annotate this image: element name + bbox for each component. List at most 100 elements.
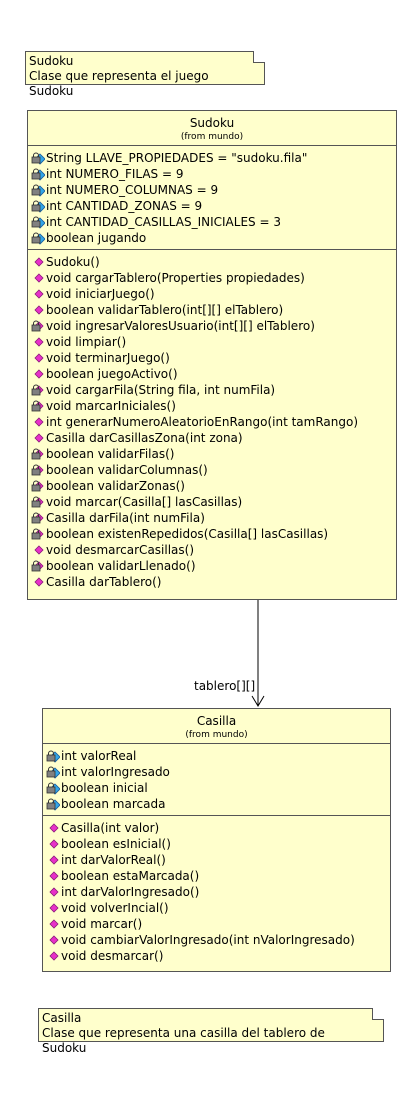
operation-text: void desmarcarCasillas() (46, 543, 195, 557)
operations-compartment: Casilla(int valor)boolean esInicial()int… (43, 815, 390, 967)
private-attribute-icon (31, 231, 45, 245)
operation-row[interactable]: void cargarFila(String fila, int numFila… (31, 382, 396, 398)
operation-text: void cargarFila(String fila, int numFila… (46, 383, 276, 397)
private-attribute-icon (46, 797, 60, 811)
operation-row[interactable]: boolean esInicial() (46, 836, 390, 852)
attribute-row[interactable]: String LLAVE_PROPIEDADES = "sudoku.fila" (31, 150, 396, 166)
operation-row[interactable]: void limpiar() (31, 334, 396, 350)
operation-row[interactable]: boolean estaMarcada() (46, 868, 390, 884)
operation-row[interactable]: void cambiarValorIngresado(int nValorIng… (46, 932, 390, 948)
attribute-text: boolean jugando (46, 231, 147, 245)
sudoku-note: Sudoku Clase que representa el juego Sud… (25, 51, 265, 98)
attribute-text: boolean marcada (61, 797, 166, 811)
public-operation-icon (31, 575, 45, 589)
operation-text: void cargarTablero(Properties propiedade… (46, 271, 305, 285)
operation-text: void ingresarValoresUsuario(int[][] elTa… (46, 319, 315, 333)
attribute-row[interactable]: int CANTIDAD_ZONAS = 9 (31, 198, 396, 214)
attribute-text: int CANTIDAD_ZONAS = 9 (46, 199, 203, 213)
class-header: Sudoku (from mundo) (28, 111, 396, 145)
operations-compartment: Sudoku() void cargarTablero(Properties pr… (28, 249, 396, 593)
operation-text: boolean validarTablero(int[][] elTablero… (46, 303, 284, 317)
attribute-row[interactable]: int valorReal (46, 748, 390, 764)
private-attribute-icon (31, 151, 45, 165)
attribute-text: int NUMERO_FILAS = 9 (46, 167, 184, 181)
public-operation-icon (46, 821, 60, 835)
operation-text: boolean validarZonas() (46, 479, 185, 493)
operation-row[interactable]: void marcar(Casilla[] lasCasillas) (31, 494, 396, 510)
attribute-row[interactable]: boolean jugando (31, 230, 396, 246)
operation-text: void desmarcar() (61, 949, 164, 963)
operation-text: int darValorIngresado() (61, 885, 200, 899)
attribute-text: boolean inicial (61, 781, 148, 795)
operation-row[interactable]: int darValorIngresado() (46, 884, 390, 900)
operation-row[interactable]: void ingresarValoresUsuario(int[][] elTa… (31, 318, 396, 334)
operation-row[interactable]: void desmarcarCasillas() (31, 542, 396, 558)
operation-row[interactable]: int generarNumeroAleatorioEnRango(int ta… (31, 414, 396, 430)
operation-text: void volverIncial() (61, 901, 169, 915)
operation-text: void marcar() (61, 917, 143, 931)
attribute-row[interactable]: int CANTIDAD_CASILLAS_INICIALES = 3 (31, 214, 396, 230)
public-operation-icon (31, 543, 45, 557)
operation-row[interactable]: boolean validarTablero(int[][] elTablero… (31, 302, 396, 318)
operation-row[interactable]: boolean validarColumnas() (31, 462, 396, 478)
public-operation-icon (46, 885, 60, 899)
attribute-row[interactable]: boolean marcada (46, 796, 390, 812)
association-role-label: tablero[][] (194, 679, 256, 693)
public-operation-icon (46, 949, 60, 963)
operation-row[interactable]: void marcar() (46, 916, 390, 932)
private-operation-icon (31, 383, 45, 397)
operation-row[interactable]: boolean validarZonas() (31, 478, 396, 494)
operation-row[interactable]: boolean existenRepedidos(Casilla[] lasCa… (31, 526, 396, 542)
private-attribute-icon (31, 199, 45, 213)
operation-row[interactable]: void iniciarJuego() (31, 286, 396, 302)
operation-row[interactable]: void marcarIniciales() (31, 398, 396, 414)
class-header: Casilla (from mundo) (43, 709, 390, 743)
operation-text: void cambiarValorIngresado(int nValorIng… (61, 933, 355, 947)
operation-row[interactable]: Casilla darCasillasZona(int zona) (31, 430, 396, 446)
public-operation-icon (31, 255, 45, 269)
operation-text: void terminarJuego() (46, 351, 170, 365)
public-operation-icon (46, 933, 60, 947)
public-operation-icon (31, 367, 45, 381)
private-operation-icon (31, 463, 45, 477)
operation-text: void marcarIniciales() (46, 399, 176, 413)
operation-row[interactable]: Casilla darFila(int numFila) (31, 510, 396, 526)
operation-row[interactable]: Casilla(int valor) (46, 820, 390, 836)
note-text: Clase que representa el juego Sudoku (29, 69, 209, 98)
attribute-row[interactable]: int NUMERO_COLUMNAS = 9 (31, 182, 396, 198)
attribute-row[interactable]: int valorIngresado (46, 764, 390, 780)
attribute-row[interactable]: boolean inicial (46, 780, 390, 796)
casilla-note: Casilla Clase que representa una casilla… (38, 1008, 384, 1055)
operation-row[interactable]: void cargarTablero(Properties propiedade… (31, 270, 396, 286)
operation-row[interactable]: void desmarcar() (46, 948, 390, 964)
operation-row[interactable]: void volverIncial() (46, 900, 390, 916)
operation-row[interactable]: boolean juegoActivo() (31, 366, 396, 382)
operation-text: boolean juegoActivo() (46, 367, 178, 381)
operation-text: Casilla darTablero() (46, 575, 162, 589)
operation-row[interactable]: void terminarJuego() (31, 350, 396, 366)
public-operation-icon (31, 351, 45, 365)
private-attribute-icon (31, 215, 45, 229)
public-operation-icon (46, 901, 60, 915)
class-name: Sudoku (189, 116, 235, 130)
private-attribute-icon (46, 781, 60, 795)
private-operation-icon (31, 495, 45, 509)
note-text: Clase que representa una casilla del tab… (42, 1026, 325, 1055)
attribute-text: int valorIngresado (61, 765, 170, 779)
operation-row[interactable]: int darValorReal() (46, 852, 390, 868)
attribute-row[interactable]: int NUMERO_FILAS = 9 (31, 166, 396, 182)
operation-text: void marcar(Casilla[] lasCasillas) (46, 495, 243, 509)
operation-text: Sudoku() (46, 255, 100, 269)
operation-row[interactable]: boolean validarFilas() (31, 446, 396, 462)
private-operation-icon (31, 527, 45, 541)
operation-row[interactable]: Sudoku() (31, 254, 396, 270)
operation-row[interactable]: boolean validarLlenado() (31, 558, 396, 574)
sudoku-class[interactable]: Sudoku (from mundo) String LLAVE_PROPIED… (27, 110, 397, 600)
operation-text: int darValorReal() (61, 853, 166, 867)
note-fold (253, 51, 265, 63)
attribute-text: int CANTIDAD_CASILLAS_INICIALES = 3 (46, 215, 281, 229)
private-attribute-icon (31, 183, 45, 197)
operation-row[interactable]: Casilla darTablero() (31, 574, 396, 590)
